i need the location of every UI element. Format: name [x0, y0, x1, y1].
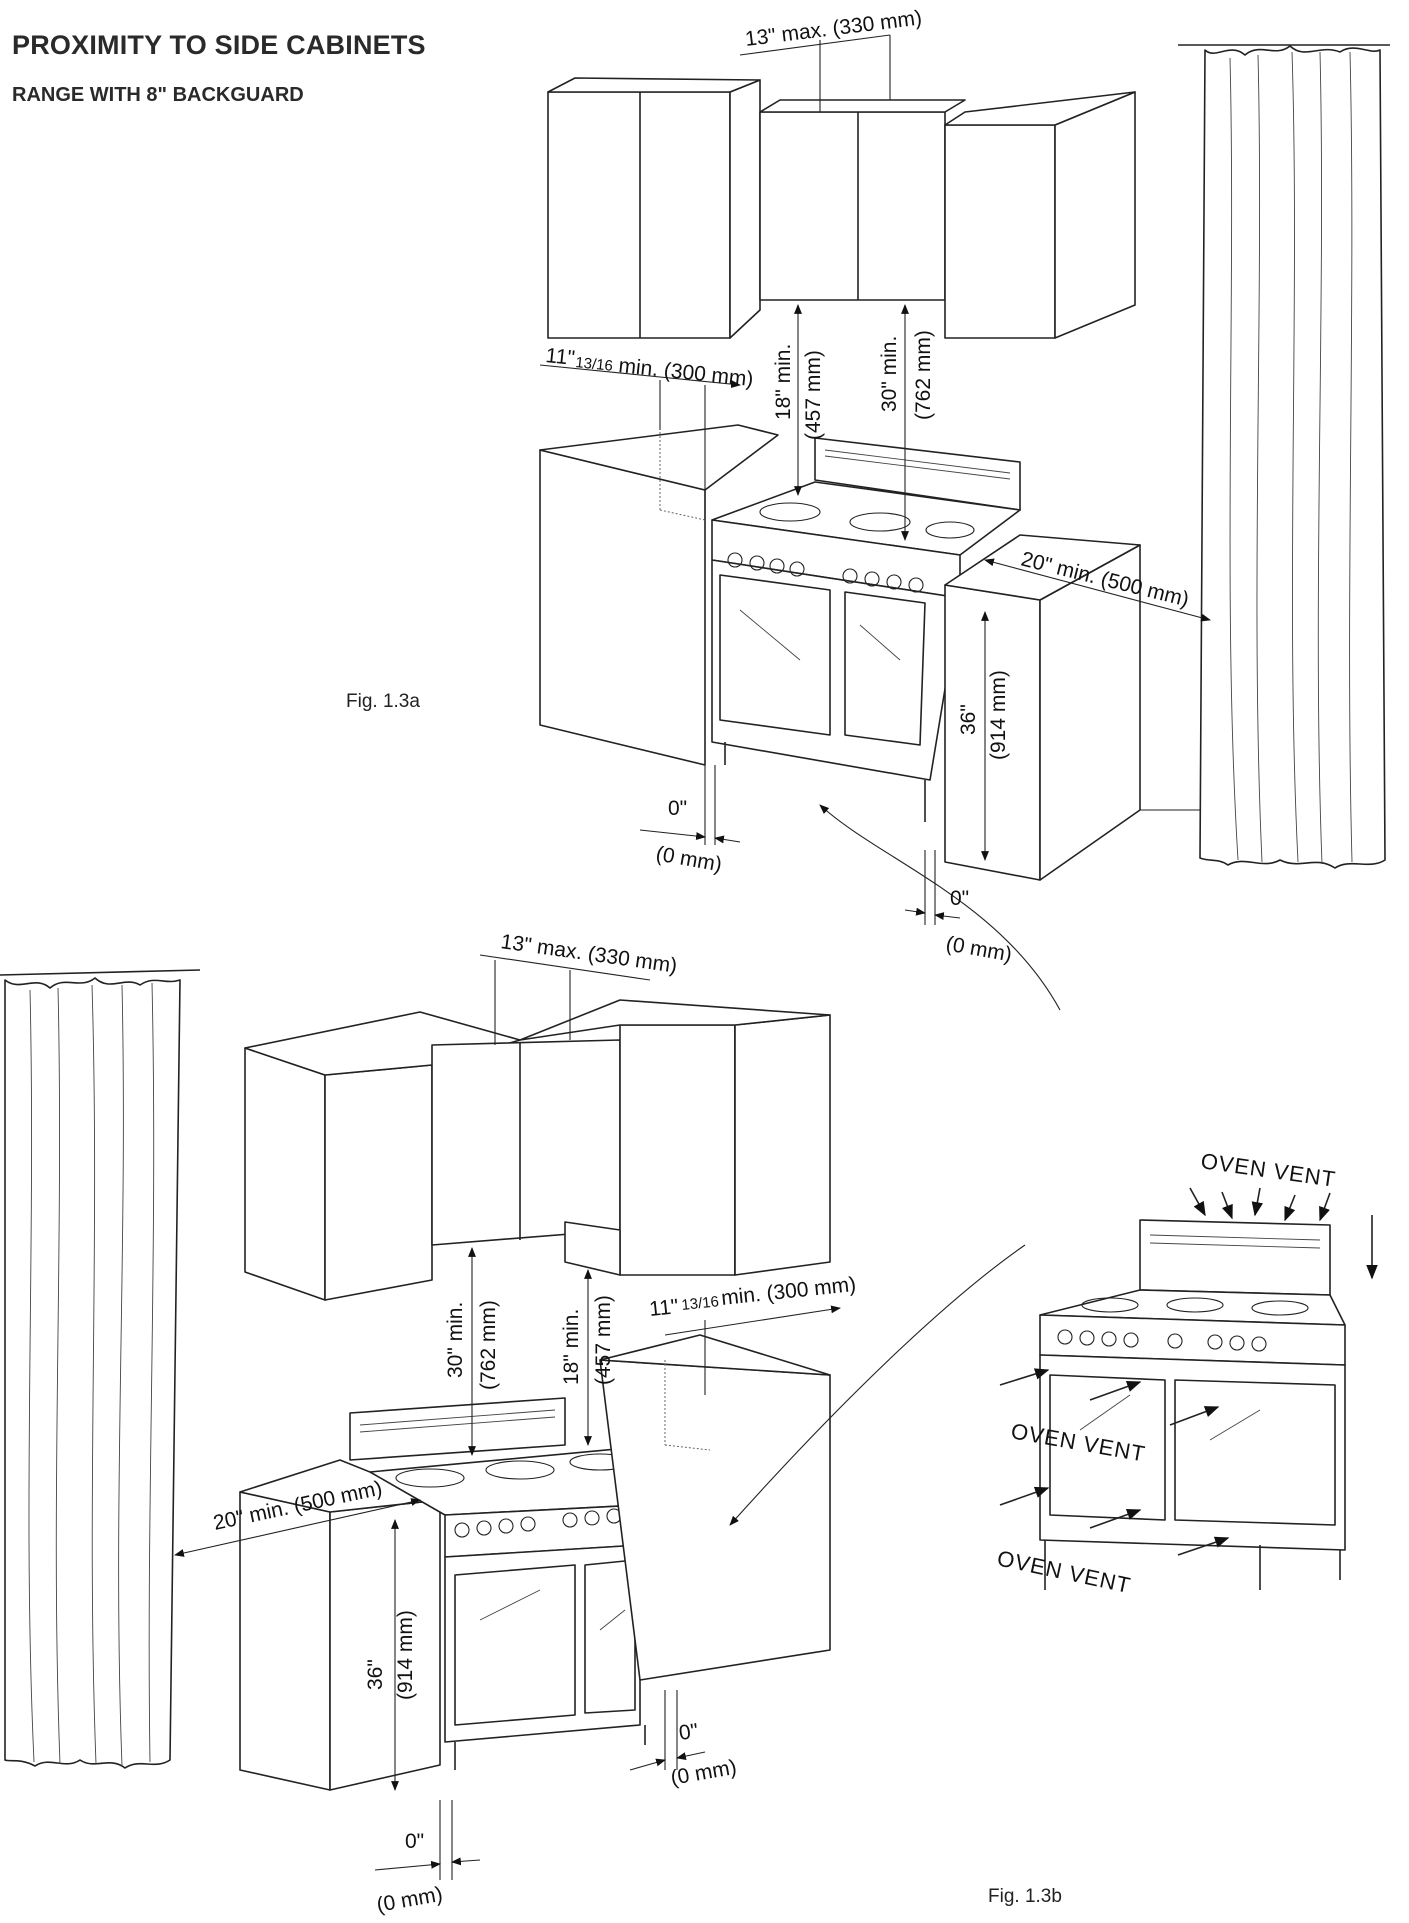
upper-cabinet-right-a	[944, 91, 1136, 339]
base-cabinet-left-a	[539, 424, 779, 766]
dim-b-gap-left-mm: (0 mm)	[375, 1883, 444, 1917]
upper-cabinet-center-b	[431, 1039, 621, 1246]
dim-a-side-min-in: 11"	[544, 344, 576, 370]
dim-a-top-max: 13" max. (330 mm)	[744, 6, 923, 51]
range-b	[349, 1397, 661, 1770]
dim-b-v30-mm: (762 mm)	[477, 1300, 500, 1390]
page-heading: PROXIMITY TO SIDE CABINETS	[12, 30, 426, 60]
dim-b-v18-mm: (457 mm)	[592, 1295, 615, 1385]
curtain-left-b	[0, 969, 201, 1769]
figure-label-a: Fig. 1.3a	[346, 691, 420, 712]
dimension-lines-b	[174, 954, 1026, 1880]
dim-b-v30-in: 30" min.	[444, 1302, 467, 1378]
dim-a-h36-mm: (914 mm)	[987, 670, 1010, 760]
vent-label-bottom: OVEN VENT	[995, 1545, 1133, 1598]
dim-a-gap-left-mm: (0 mm)	[654, 842, 723, 876]
dim-b-side-min-frac: 13/16	[681, 1293, 720, 1314]
vent-arrows	[999, 1187, 1378, 1556]
dim-a-side-min-rest: min. (300 mm)	[617, 354, 754, 391]
dim-a-gap-right-in: 0"	[950, 887, 969, 910]
dim-a-v30-in: 30" min.	[878, 336, 901, 412]
dim-b-h36-in: 36"	[364, 1659, 387, 1690]
figure-b-scene: 13" max. (330 mm) 30" min. (762 mm) 18" …	[0, 930, 1026, 1917]
dim-b-h36-mm: (914 mm)	[394, 1610, 417, 1700]
range-a	[711, 437, 1021, 822]
upper-cabinet-center-a	[759, 99, 966, 301]
dim-a-v18-mm: (457 mm)	[802, 350, 825, 440]
dim-a-v18-in: 18" min.	[772, 344, 795, 420]
oven-vent-detail: OVEN VENT OVEN VENT OVEN VENT	[995, 1148, 1378, 1598]
dim-b-side-min-in: 11"	[648, 1295, 680, 1321]
upper-cabinet-left-a	[547, 77, 761, 339]
dim-b-gap-right-in: 0"	[677, 1720, 699, 1745]
dim-a-gap-left-in: 0"	[668, 797, 687, 820]
figure-a-scene: 13" max. (330 mm) 11" 13/16 min. (300 mm…	[539, 6, 1390, 1011]
vent-label-top: OVEN VENT	[1199, 1148, 1337, 1192]
dim-b-side-min-rest: min. (300 mm)	[720, 1273, 857, 1310]
curtain-right-a	[1178, 44, 1390, 869]
dim-b-v18-in: 18" min.	[560, 1309, 583, 1385]
upper-cabinet-right-b	[519, 999, 831, 1276]
dim-a-h36-in: 36"	[957, 704, 980, 735]
vent-range-drawing	[1039, 1219, 1346, 1590]
figure-label-b: Fig. 1.3b	[988, 1886, 1062, 1907]
dim-a-v30-mm: (762 mm)	[912, 330, 935, 420]
base-cabinet-right-b	[599, 1334, 831, 1681]
dim-b-gap-left-in: 0"	[405, 1830, 424, 1853]
page-subheading: RANGE WITH 8" BACKGUARD	[12, 84, 304, 106]
dimension-lines-a	[539, 34, 1211, 1011]
dim-a-side-min-frac: 13/16	[575, 354, 614, 375]
dim-b-gap-right-mm: (0 mm)	[669, 1756, 738, 1790]
